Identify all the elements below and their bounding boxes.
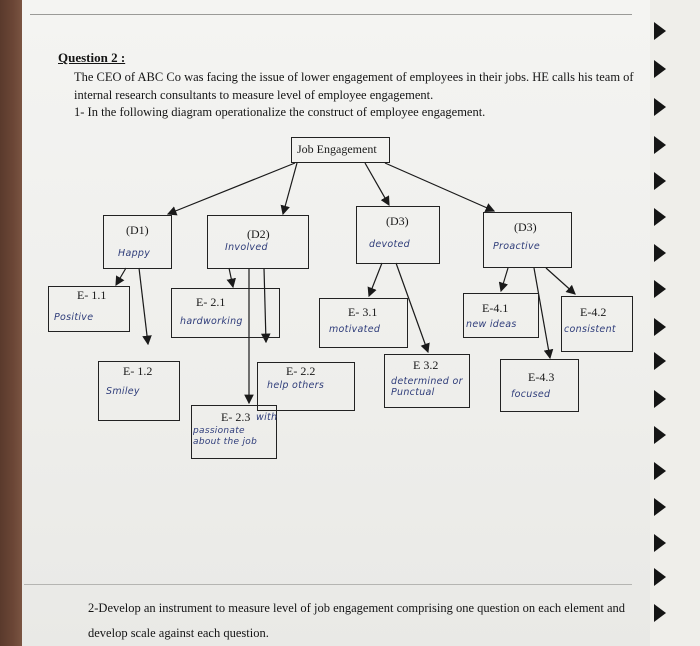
arrow-d3b-e43 (533, 267, 554, 360)
dimension-d3a-code: (D3) (386, 214, 409, 228)
element-e23-note: with (256, 412, 278, 423)
element-e21-answer: hardworking (180, 316, 243, 327)
element-e41-code: E-4.1 (482, 301, 509, 315)
binding-ring (654, 534, 666, 552)
root-node-box (291, 137, 390, 163)
task-2-line2: develop scale against each question. (88, 626, 269, 640)
element-e32-box (384, 354, 470, 408)
element-e12-box (98, 361, 180, 421)
binding-ring (654, 60, 666, 78)
element-e31-box (319, 298, 408, 348)
binding-ring (654, 136, 666, 154)
element-e42-box (561, 296, 633, 352)
arrow-root-d2 (280, 162, 298, 216)
worksheet-page (22, 0, 650, 646)
element-e41-answer: new ideas (466, 319, 517, 330)
element-e11-box (48, 286, 130, 332)
question-intro-line1: The CEO of ABC Co was facing the issue o… (74, 70, 634, 84)
dimension-d2-answer: Involved (225, 242, 268, 253)
binding-ring (654, 208, 666, 226)
element-e41-box (463, 293, 539, 338)
element-e31-answer: motivated (329, 324, 381, 335)
arrow-root-d3a (364, 162, 390, 207)
element-e21-box (171, 288, 280, 338)
element-e32-answer: determined or Punctual (391, 376, 463, 398)
element-e23-code: E- 2.3 (221, 410, 251, 424)
binding-ring (654, 568, 666, 586)
element-e12-code: E- 1.2 (123, 364, 153, 378)
bottom-rule (24, 584, 632, 585)
task-1-text: 1- In the following diagram operationali… (74, 105, 486, 119)
binding-ring (654, 426, 666, 444)
desk-background (0, 0, 22, 646)
binding-ring (654, 98, 666, 116)
top-rule (30, 14, 632, 15)
element-e32-code: E 3.2 (413, 358, 439, 372)
element-e22-box (257, 362, 355, 411)
question-heading: Question 2 : (58, 50, 126, 65)
root-node-label: Job Engagement (297, 142, 377, 156)
dimension-d2-box (207, 215, 309, 269)
arrow-d2-e21 (226, 267, 236, 289)
element-e43-answer: focused (511, 389, 551, 400)
element-e11-answer: Positive (54, 312, 94, 323)
binding-ring (654, 280, 666, 298)
element-e23-box (191, 405, 277, 459)
dimension-d1-box (103, 215, 172, 269)
arrow-root-d1 (166, 162, 296, 216)
question-intro-line2: internal research consultants to measure… (74, 88, 434, 102)
arrow-d2-e22 (260, 267, 271, 344)
dimension-d3b-answer: Proactive (493, 241, 541, 252)
arrow-d3a-e31 (367, 262, 383, 298)
arrow-d1-e12 (138, 267, 152, 346)
binding-ring (654, 462, 666, 480)
element-e23-answer: passionate about the job (193, 426, 258, 447)
binding-ring (654, 604, 666, 622)
binding-ring (654, 352, 666, 370)
binding-ring (654, 172, 666, 190)
task-2-line1: 2-Develop an instrument to measure level… (88, 601, 625, 615)
dimension-d3b-code: (D3) (514, 220, 537, 234)
dimension-d3a-box (356, 206, 440, 264)
element-e43-box (500, 359, 579, 412)
element-e42-code: E-4.2 (580, 305, 607, 319)
dimension-d3a-answer: devoted (369, 239, 411, 250)
element-e42-answer: consistent (564, 324, 616, 335)
dimension-d1-answer: Happy (118, 248, 151, 259)
arrow-d1-e11 (115, 267, 127, 287)
arrow-d3b-e42 (545, 267, 576, 295)
element-e31-code: E- 3.1 (348, 305, 378, 319)
dimension-d1-code: (D1) (126, 223, 149, 237)
element-e11-code: E- 1.1 (77, 288, 107, 302)
dimension-d2-code: (D2) (247, 227, 270, 241)
element-e21-code: E- 2.1 (196, 295, 226, 309)
binding-ring (654, 318, 666, 336)
element-e22-answer: help others (267, 380, 325, 391)
element-e43-code: E-4.3 (528, 370, 555, 384)
arrow-root-d3b (384, 162, 496, 213)
arrow-d3a-e32 (395, 262, 430, 354)
arrow-d3b-e41 (498, 267, 509, 293)
dimension-d3b-box (483, 212, 572, 268)
binding-ring (654, 498, 666, 516)
binding-ring (654, 244, 666, 262)
element-e12-answer: Smiley (106, 386, 140, 397)
binding-ring (654, 390, 666, 408)
element-e22-code: E- 2.2 (286, 364, 316, 378)
binding-ring (654, 22, 666, 40)
